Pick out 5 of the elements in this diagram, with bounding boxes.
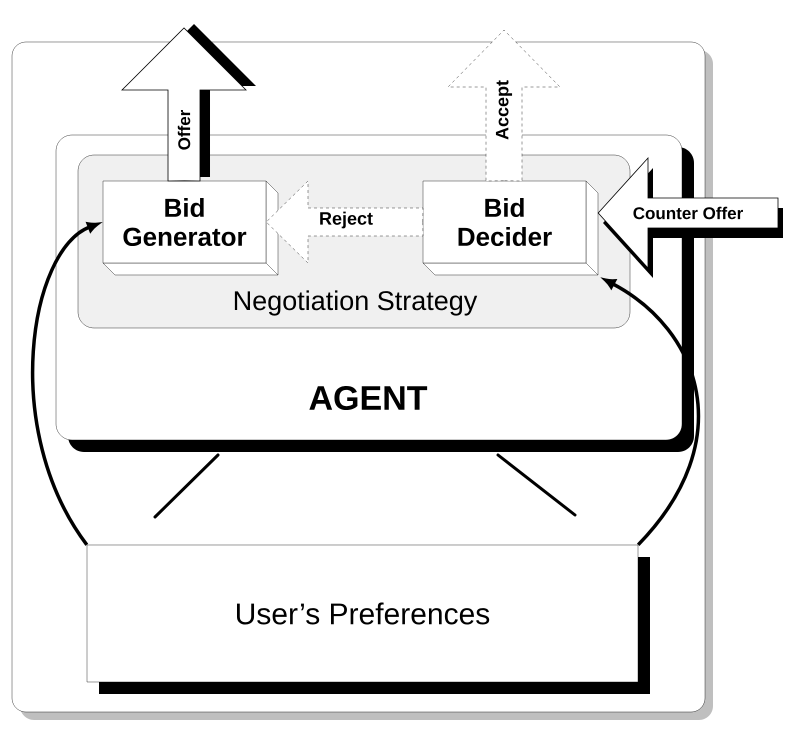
edge-label: Reject <box>318 210 374 230</box>
preferences-box: User’s Preferences <box>86 544 650 694</box>
module-box: Bid Decider <box>422 180 598 276</box>
module-box: Bid Generator <box>102 180 278 276</box>
block-arrow <box>121 24 256 182</box>
